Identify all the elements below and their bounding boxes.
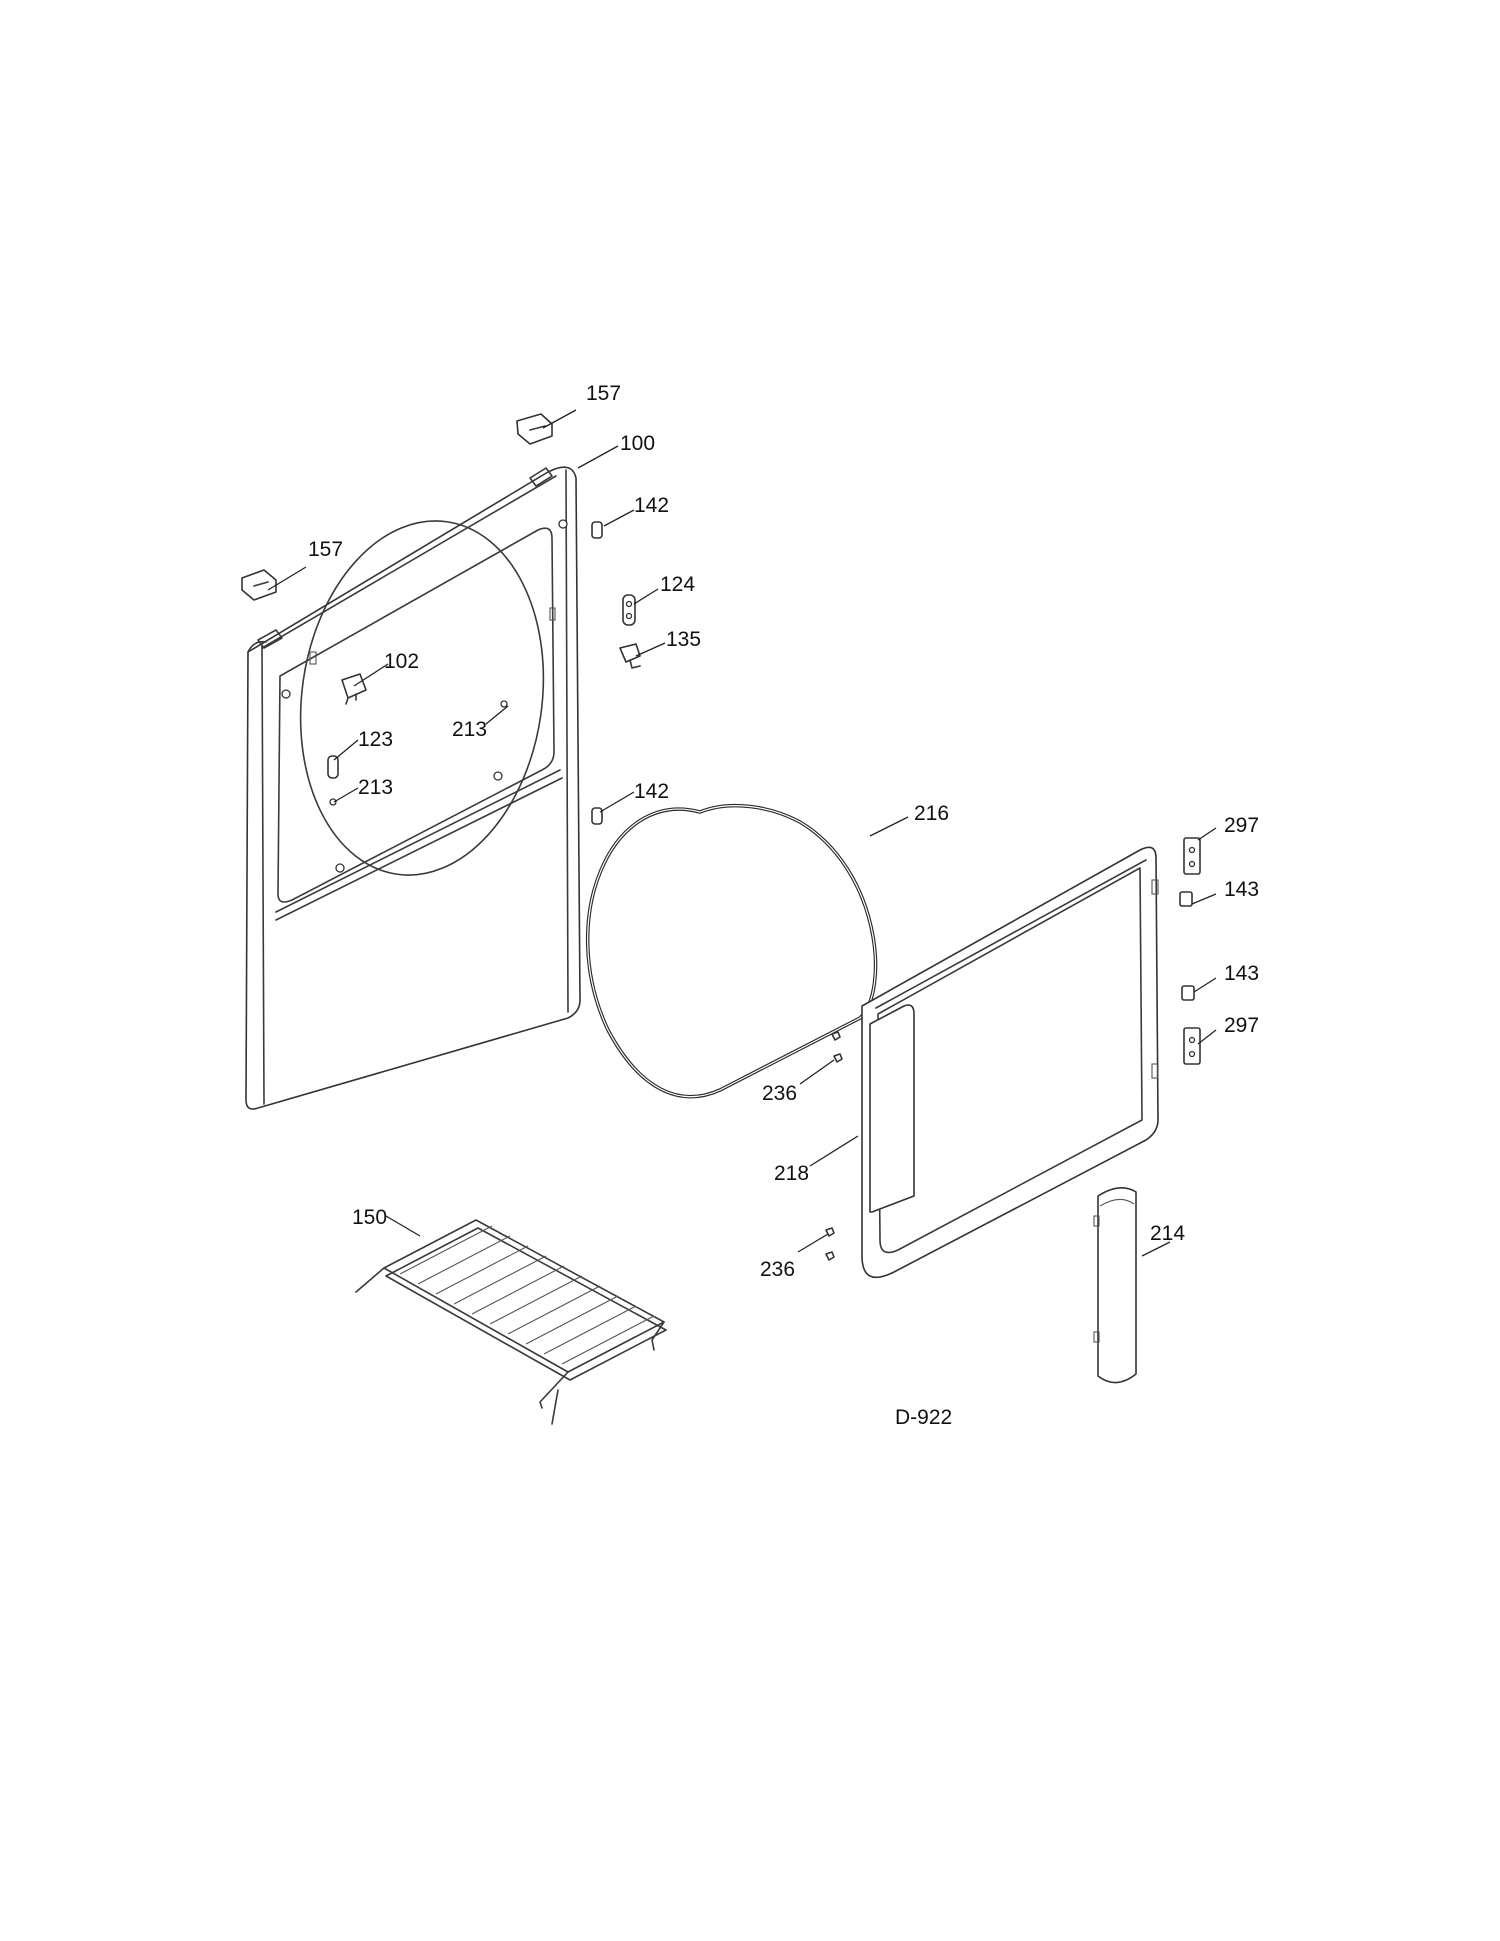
- callout-213: 213: [358, 776, 393, 799]
- screw-part: [825, 1031, 843, 1261]
- hinge-block-part: [1179, 891, 1193, 907]
- callout-216: 216: [914, 802, 949, 825]
- callout-135: 135: [666, 628, 701, 651]
- latch-part: [619, 643, 641, 669]
- callout-236: 236: [760, 1258, 795, 1281]
- hinge-part: [1183, 1027, 1201, 1065]
- spacer-part: [591, 521, 603, 825]
- callout-143: 143: [1224, 878, 1259, 901]
- callout-214: 214: [1150, 1222, 1185, 1245]
- handle-cover-part: [1093, 1187, 1137, 1384]
- diagram-reference-code: D-922: [895, 1406, 952, 1429]
- callout-102: 102: [384, 650, 419, 673]
- top-clip-part: [241, 569, 277, 601]
- callout-297: 297: [1224, 1014, 1259, 1037]
- callout-100: 100: [620, 432, 655, 455]
- callout-142: 142: [634, 780, 669, 803]
- callout-297: 297: [1224, 814, 1259, 837]
- callout-labels: 157 100 142 157 124 135 102 213 123 213 …: [308, 382, 1259, 1281]
- callout-124: 124: [660, 573, 695, 596]
- door-gasket-part: [585, 803, 878, 1099]
- hinge-block-part: [1181, 985, 1195, 1001]
- callout-157: 157: [586, 382, 621, 405]
- callout-142: 142: [634, 494, 669, 517]
- callout-150: 150: [352, 1206, 387, 1229]
- callout-143: 143: [1224, 962, 1259, 985]
- front-panel-part: [245, 466, 581, 1110]
- latch-bracket-part: [622, 594, 636, 626]
- drying-rack-part: [355, 1219, 667, 1425]
- leader-lines: [267, 409, 1217, 1257]
- top-clip-part: [516, 413, 553, 445]
- callout-123: 123: [358, 728, 393, 751]
- door-frame-part: [861, 846, 1159, 1279]
- callout-218: 218: [774, 1162, 809, 1185]
- callout-213: 213: [452, 718, 487, 741]
- strike-part: [327, 755, 339, 779]
- callout-157: 157: [308, 538, 343, 561]
- hinge-part: [1183, 837, 1201, 875]
- callout-236: 236: [762, 1082, 797, 1105]
